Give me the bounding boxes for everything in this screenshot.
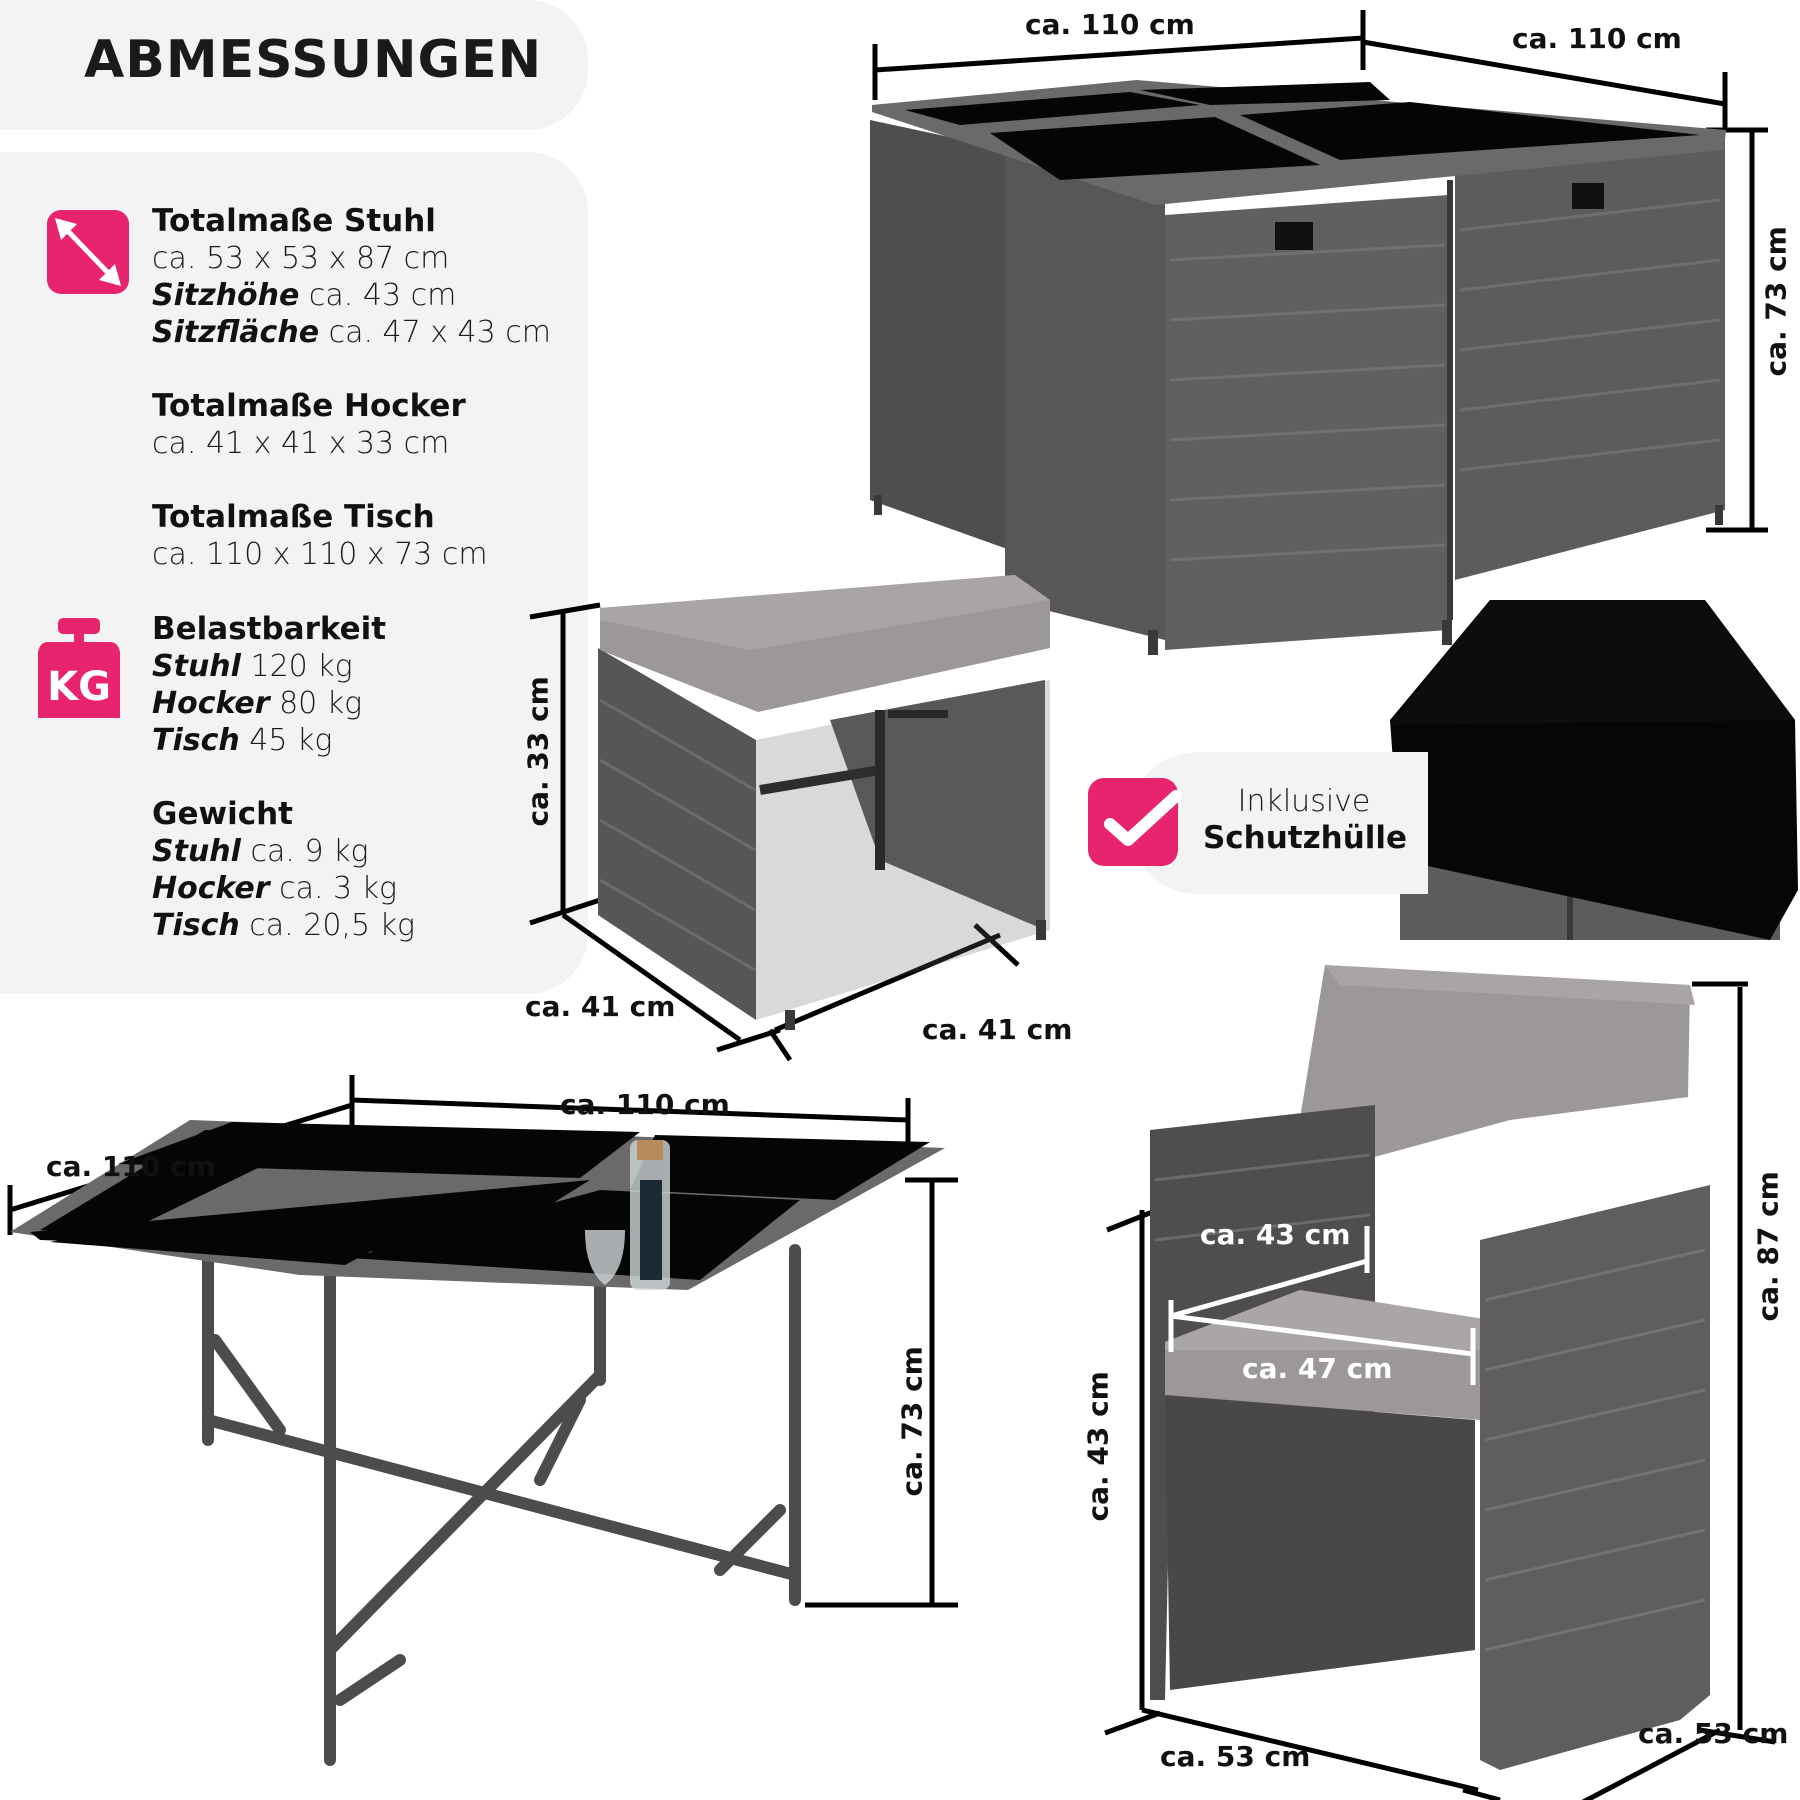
weight-item-value: ca. 20,5 kg	[249, 908, 415, 943]
seat-height-value: ca. 43 cm	[308, 278, 457, 313]
cover-badge-line1: Inklusive	[1237, 784, 1371, 819]
kg-icon-text: KG	[47, 664, 111, 710]
chair-seat-height-label: ca. 43 cm	[1081, 1371, 1115, 1522]
table-width-label: ca. 110 cm	[560, 1088, 730, 1121]
spec-weight-item: Hocker ca. 3 kg	[152, 870, 415, 907]
table-depth-label: ca. 110 cm	[46, 1150, 216, 1183]
spec-chair-seat-area: Sitzfläche ca. 47 x 43 cm	[152, 314, 551, 351]
load-item-value: 80 kg	[279, 686, 363, 721]
chair-height-label: ca. 87 cm	[1751, 1171, 1785, 1322]
page-title: ABMESSUNGEN	[84, 30, 543, 90]
spec-chair-heading: Totalmaße Stuhl	[152, 203, 436, 239]
spec-chair-total: ca. 53 x 53 x 87 cm	[152, 241, 450, 276]
spec-load-item: Stuhl 120 kg	[152, 648, 386, 685]
weight-item-label: Hocker	[152, 871, 270, 906]
spec-chair: Totalmaße Stuhl ca. 53 x 53 x 87 cm Sitz…	[152, 203, 551, 351]
spec-table-heading: Totalmaße Tisch	[152, 499, 435, 535]
spec-load-heading: Belastbarkeit	[152, 611, 387, 647]
weight-item-value: ca. 3 kg	[279, 871, 398, 906]
weight-item-label: Tisch	[152, 908, 240, 943]
seat-area-label: Sitzfläche	[152, 315, 320, 350]
load-item-label: Hocker	[152, 686, 270, 721]
stacked-width-label: ca. 110 cm	[1025, 8, 1195, 41]
spec-weight-heading: Gewicht	[152, 796, 293, 832]
spec-weight-item: Stuhl ca. 9 kg	[152, 833, 415, 870]
cover-badge-line2: Schutzhülle	[1202, 820, 1408, 856]
spec-load: Belastbarkeit Stuhl 120 kg Hocker 80 kg …	[152, 611, 386, 759]
load-item-label: Stuhl	[152, 649, 241, 684]
weight-item-value: ca. 9 kg	[250, 834, 369, 869]
title-pill	[0, 0, 588, 130]
weight-item-label: Stuhl	[152, 834, 241, 869]
load-item-value: 120 kg	[250, 649, 353, 684]
chair-depth-label: ca. 53 cm	[1638, 1717, 1789, 1750]
spec-load-item: Hocker 80 kg	[152, 685, 386, 722]
chair-width-label: ca. 53 cm	[1160, 1740, 1311, 1773]
load-item-value: 45 kg	[249, 723, 333, 758]
spec-stool-heading: Totalmaße Hocker	[152, 388, 466, 424]
kg-weight-icon: KG	[38, 618, 120, 718]
seat-area-value: ca. 47 x 43 cm	[328, 315, 551, 350]
spec-stool-total: ca. 41 x 41 x 33 cm	[152, 426, 450, 461]
spec-weight-item: Tisch ca. 20,5 kg	[152, 907, 415, 944]
chair-seat-width-label: ca. 47 cm	[1242, 1352, 1393, 1385]
checkmark-icon	[1088, 778, 1182, 866]
stool-depth-label: ca. 41 cm	[525, 990, 676, 1023]
load-item-label: Tisch	[152, 723, 240, 758]
seat-height-label: Sitzhöhe	[152, 278, 300, 313]
spec-load-item: Tisch 45 kg	[152, 722, 386, 759]
spec-weight: Gewicht Stuhl ca. 9 kg Hocker ca. 3 kg T…	[152, 796, 415, 944]
spec-table-total: ca. 110 x 110 x 73 cm	[152, 537, 488, 572]
spec-chair-seat-height: Sitzhöhe ca. 43 cm	[152, 277, 551, 314]
spec-table: Totalmaße Tisch ca. 110 x 110 x 73 cm	[152, 499, 488, 573]
stool-width-label: ca. 41 cm	[922, 1013, 1073, 1046]
diagonal-double-arrow-icon	[47, 210, 129, 294]
stacked-depth-label: ca. 110 cm	[1512, 22, 1682, 55]
spec-stool: Totalmaße Hocker ca. 41 x 41 x 33 cm	[152, 388, 466, 462]
chair-seat-depth-label: ca. 43 cm	[1200, 1218, 1351, 1251]
